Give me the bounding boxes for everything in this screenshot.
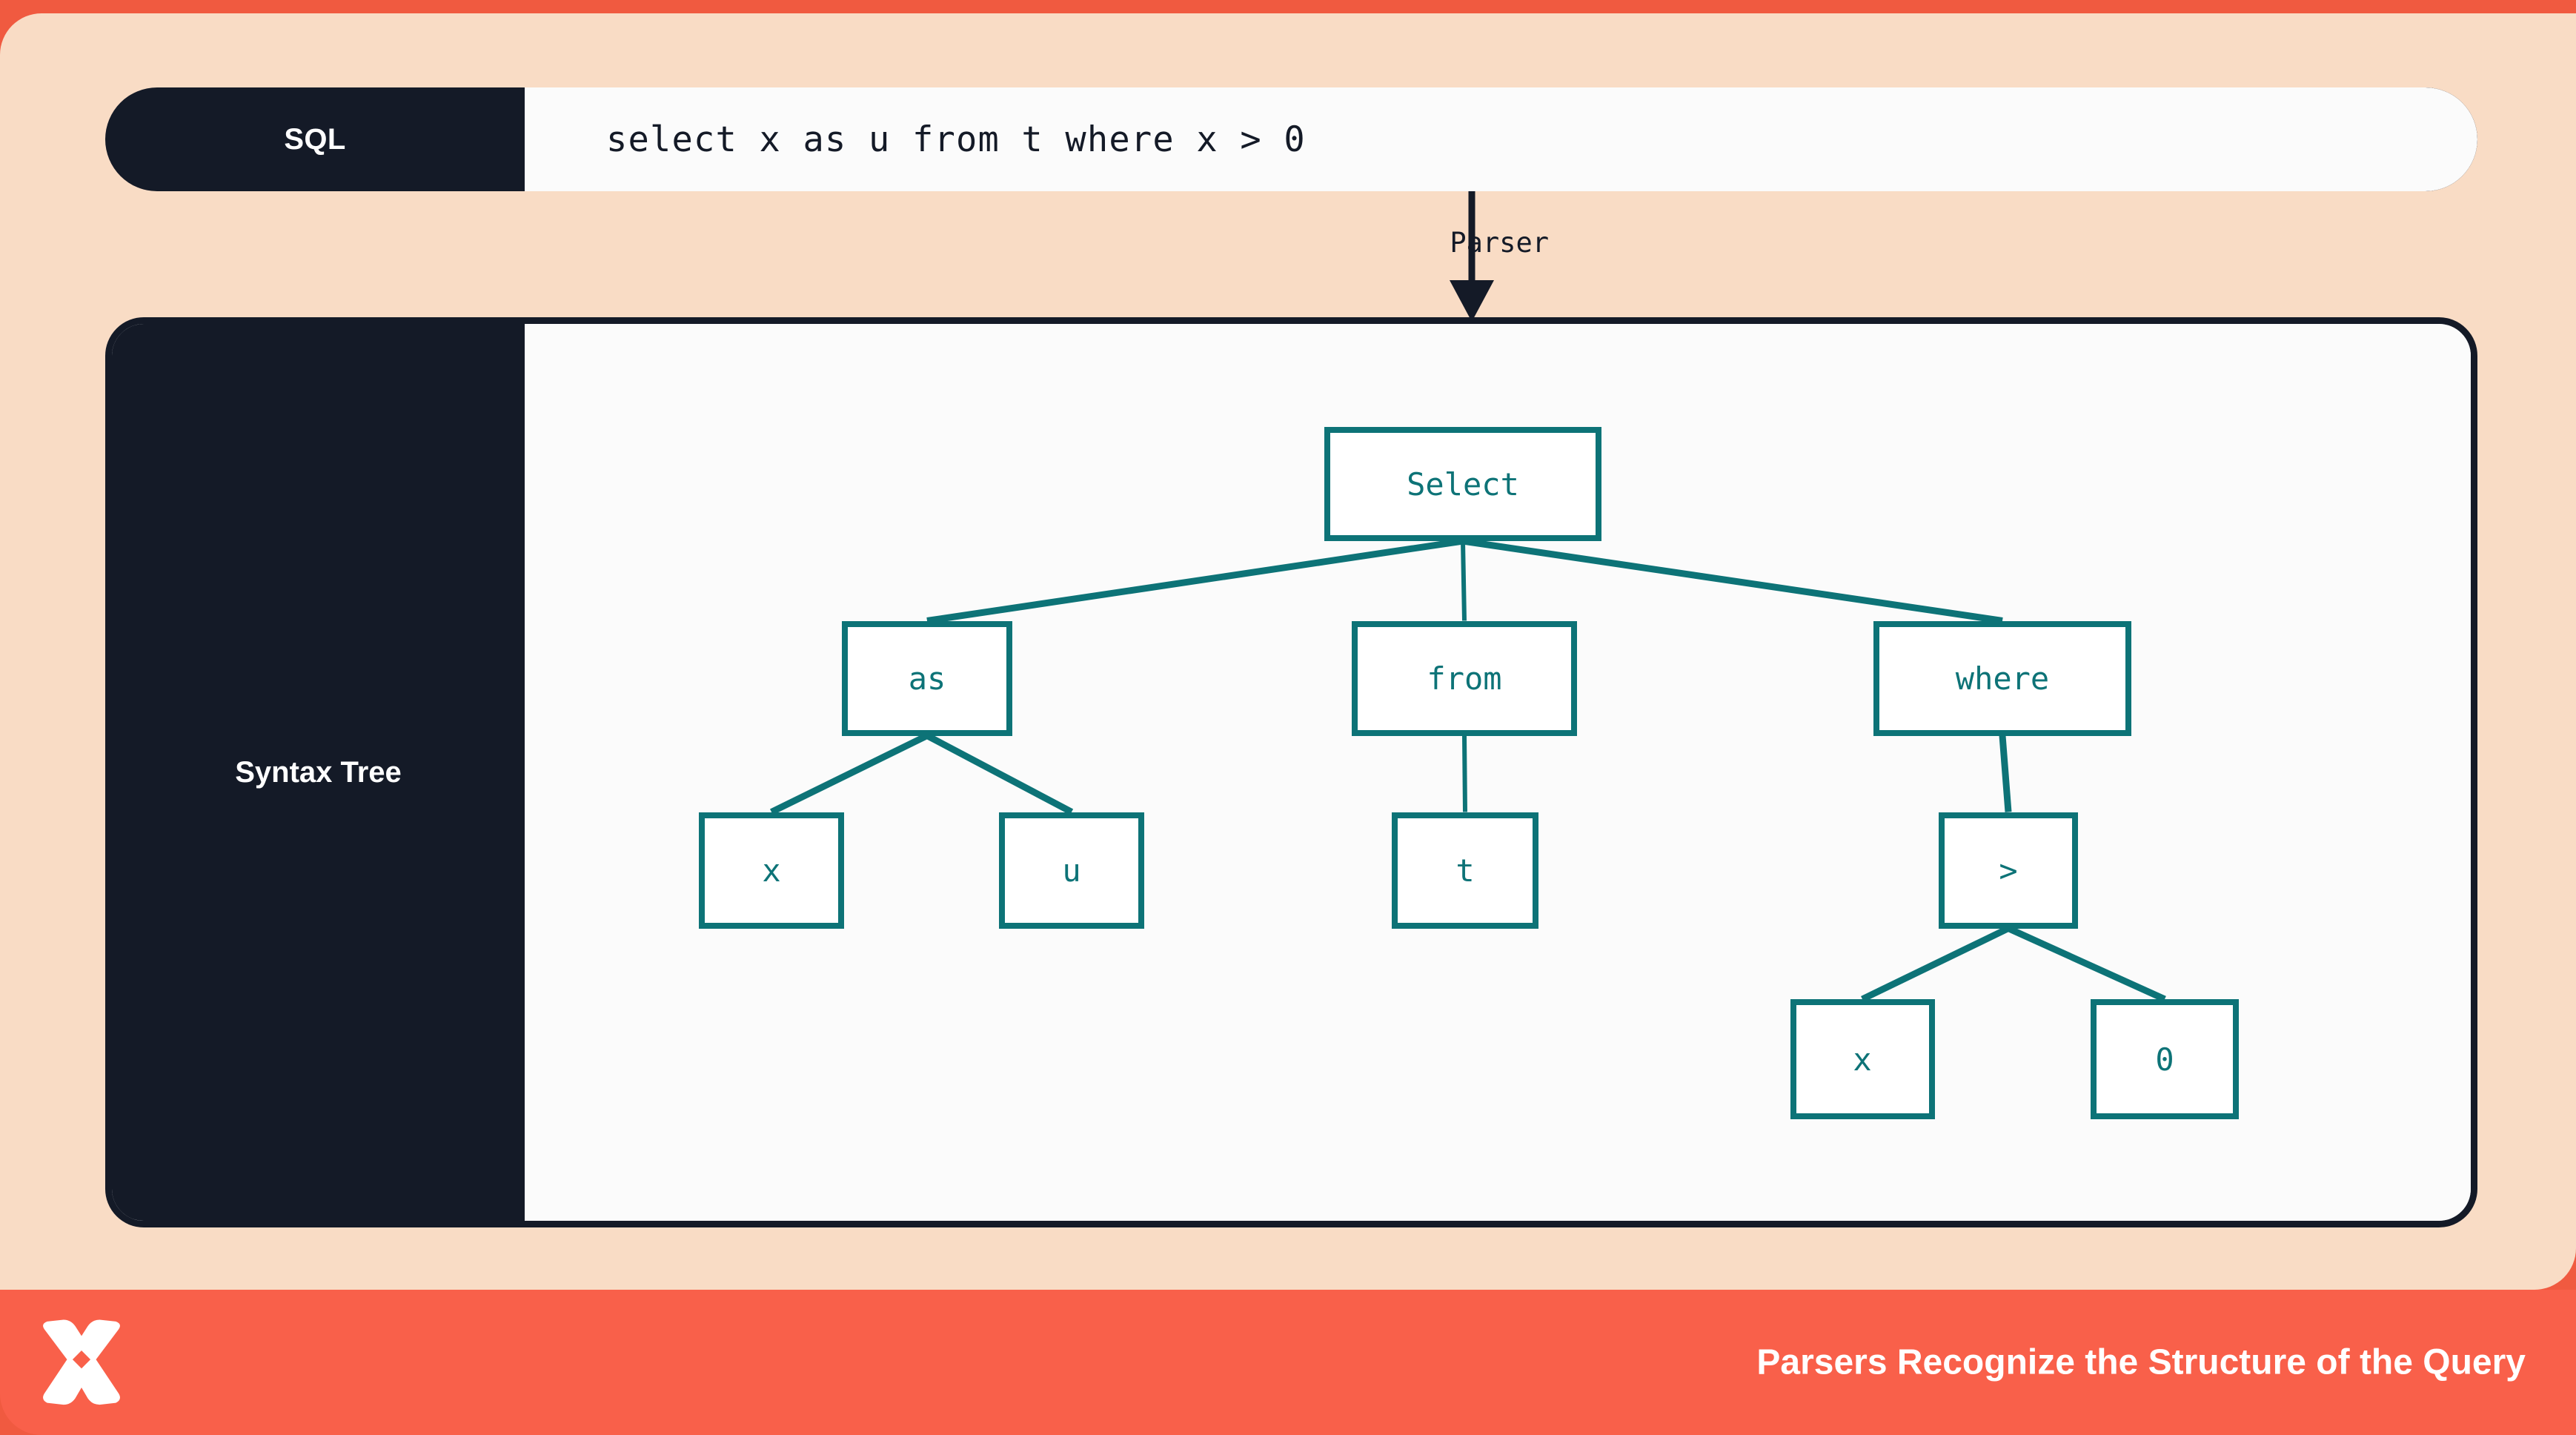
syntax-tree-canvas: Select as from where x u t > x 0 xyxy=(525,324,2471,1221)
parser-transform: Parser xyxy=(1408,191,1645,325)
slide-footer: Parsers Recognize the Structure of the Q… xyxy=(0,1290,2576,1435)
tree-edge xyxy=(1462,537,2003,624)
tree-edge xyxy=(926,537,1464,624)
tree-node-from[interactable]: from xyxy=(1352,620,1577,736)
tree-node-zero[interactable]: 0 xyxy=(2091,999,2239,1119)
tree-node-x1[interactable]: x xyxy=(699,812,844,929)
tree-edge xyxy=(1462,735,1467,812)
tree-node-t[interactable]: t xyxy=(1392,812,1538,929)
parser-label: Parser xyxy=(1450,227,1549,259)
tree-node-label: x xyxy=(762,852,781,889)
tree-edge xyxy=(770,732,929,815)
footer-caption: Parsers Recognize the Structure of the Q… xyxy=(1756,1342,2526,1382)
tree-node-u[interactable]: u xyxy=(999,812,1144,929)
tree-node-label: u xyxy=(1062,852,1081,889)
tree-edge xyxy=(925,732,1074,815)
tree-node-label: Select xyxy=(1407,465,1519,503)
tree-edge xyxy=(1999,735,2012,812)
syntax-tree-card: Syntax Tree Select as from where x u t > x 0 xyxy=(105,317,2477,1227)
content-canvas: SQL select x as u from t where x > 0 Par… xyxy=(0,13,2576,1290)
tree-node-gt[interactable]: > xyxy=(1939,812,2078,929)
tree-node-where[interactable]: where xyxy=(1873,620,2131,736)
syntax-tree-label: Syntax Tree xyxy=(112,324,525,1221)
tree-node-label: from xyxy=(1427,660,1502,697)
tree-edge xyxy=(1861,925,2010,1003)
tree-node-x2[interactable]: x xyxy=(1790,999,1935,1119)
tree-edge xyxy=(2007,925,2166,1003)
tree-node-as[interactable]: as xyxy=(842,620,1012,736)
tree-edge-layer xyxy=(770,537,2166,1003)
sql-query-field[interactable]: select x as u from t where x > 0 xyxy=(525,87,2477,191)
tree-node-label: x xyxy=(1853,1041,1872,1078)
arrow-down-icon xyxy=(1450,191,1494,322)
x-mark-logo xyxy=(43,1319,120,1405)
tree-edge xyxy=(1461,540,1467,621)
tree-node-label: where xyxy=(1955,660,2050,697)
tree-node-select[interactable]: Select xyxy=(1324,427,1601,541)
tree-node-label: as xyxy=(908,660,946,697)
sql-input-bar[interactable]: SQL select x as u from t where x > 0 xyxy=(105,87,2477,191)
tree-node-label: > xyxy=(1999,852,2018,889)
tree-node-label: 0 xyxy=(2155,1041,2174,1078)
tree-node-label: t xyxy=(1455,852,1475,889)
sql-bar-label: SQL xyxy=(284,122,346,156)
